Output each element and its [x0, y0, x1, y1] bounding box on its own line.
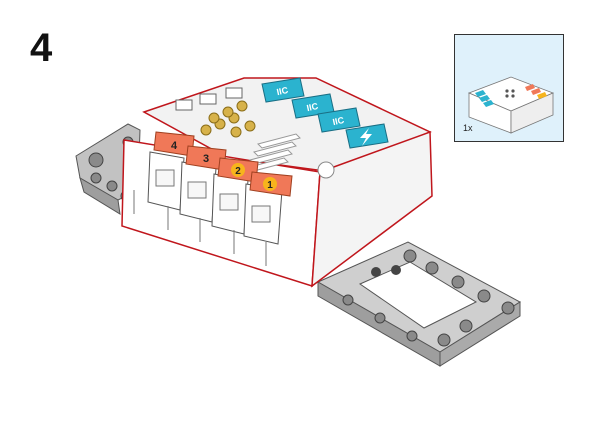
- svg-text:4: 4: [171, 140, 178, 152]
- brass-holes: [200, 100, 256, 138]
- connector-label-iic-1: IIC: [261, 77, 305, 103]
- svg-text:3: 3: [203, 153, 209, 165]
- parts-callout: 1x: [454, 34, 564, 142]
- lightning-icon: [345, 123, 389, 149]
- svg-text:IIC: IIC: [306, 101, 320, 113]
- connector-label-iic-3: IIC: [317, 107, 361, 133]
- step-number: 4: [30, 26, 53, 70]
- port-label-2: 2: [217, 157, 259, 183]
- hub-module: 4 3 2 1 IIC IIC IIC: [121, 77, 433, 288]
- connector-label-iic-2: IIC: [291, 93, 335, 119]
- port-housings: [147, 151, 283, 245]
- svg-text:IIC: IIC: [332, 115, 346, 127]
- svg-text:IIC: IIC: [276, 85, 290, 97]
- svg-text:1: 1: [267, 180, 273, 191]
- right-beam-frame: [316, 241, 521, 367]
- svg-text:2: 2: [235, 166, 241, 177]
- port-label-1: 1: [249, 171, 293, 197]
- hub-module-icon: [467, 76, 555, 134]
- part-quantity: 1x: [463, 123, 473, 133]
